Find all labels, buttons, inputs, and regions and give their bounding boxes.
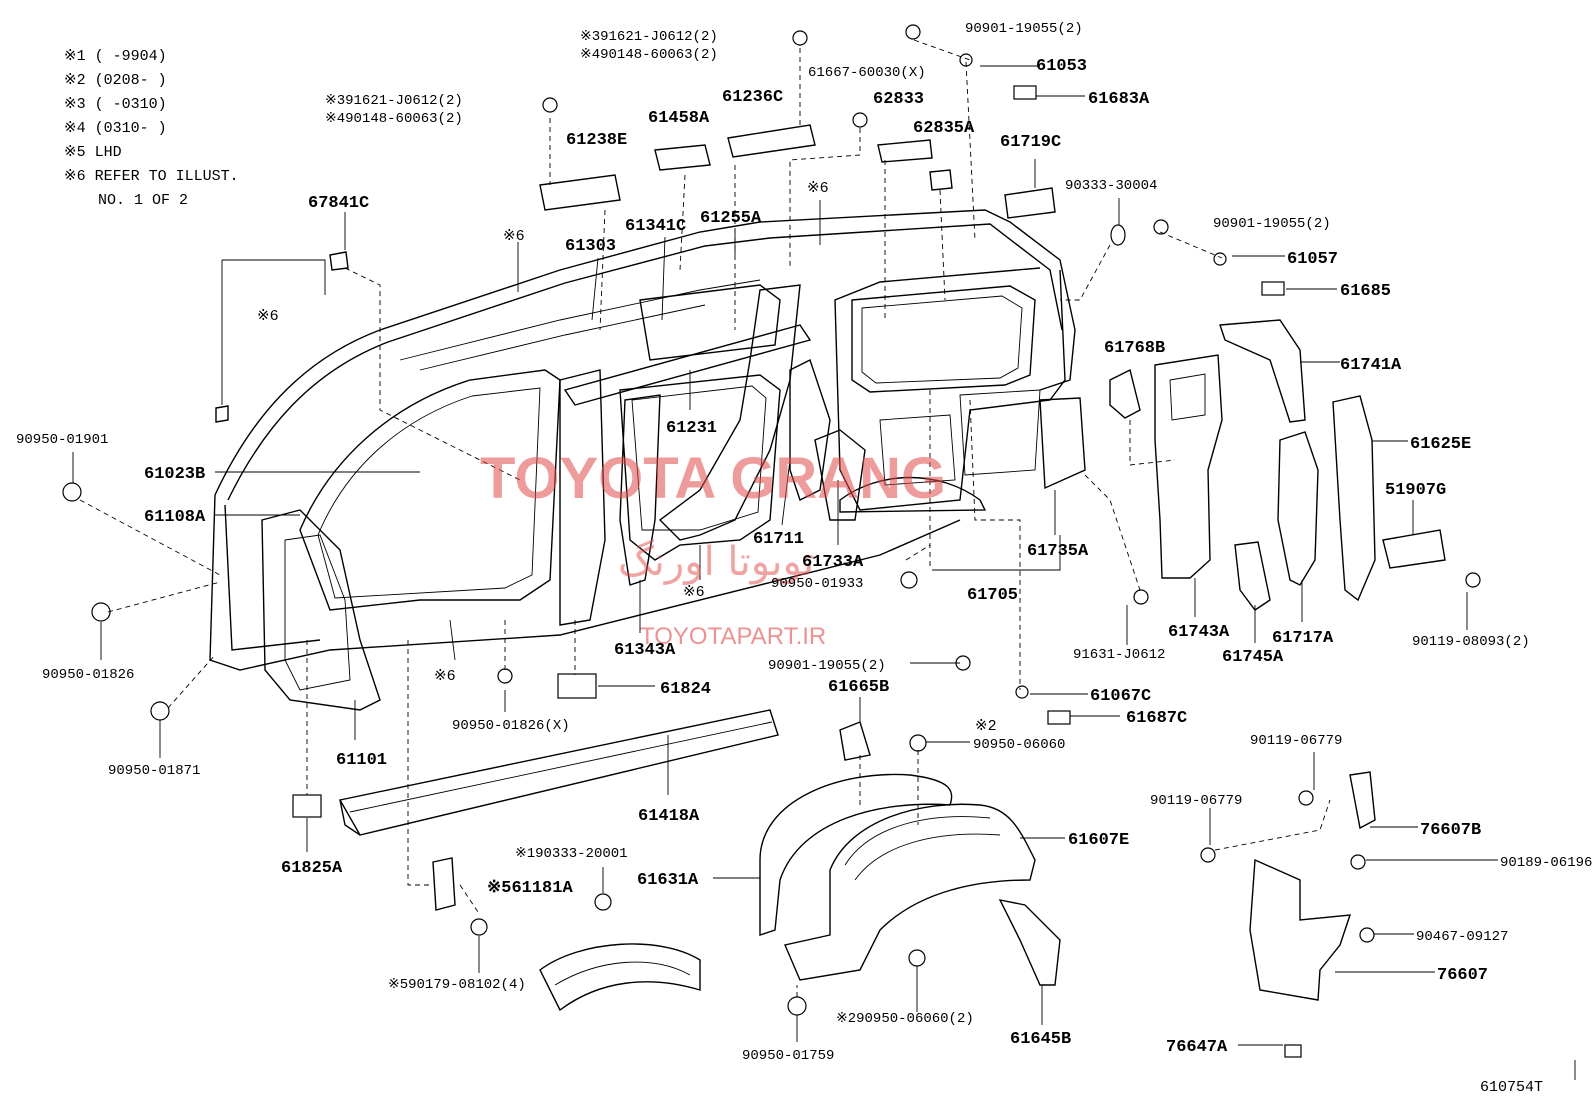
- label-61735A: 61735A: [1027, 542, 1089, 561]
- label-67841C: 67841C: [308, 194, 369, 213]
- label-90950-01871: 90950-01871: [108, 763, 200, 779]
- watermark: TOYOTA GRANG تویوتا اورنگ TOYOTAPART.IR: [480, 446, 946, 650]
- label-62833: 62833: [873, 90, 924, 109]
- footnote-5: ※5 LHD: [64, 144, 122, 161]
- label-62835A: 62835A: [913, 119, 975, 138]
- label-61053: 61053: [1036, 57, 1087, 76]
- label-61683A: 61683A: [1088, 90, 1150, 109]
- label-61341C: 61341C: [625, 217, 686, 236]
- label-90119-06779-b: 90119-06779: [1150, 793, 1242, 809]
- solid-leaders: [72, 65, 1576, 1080]
- label-61236C: 61236C: [722, 88, 783, 107]
- mudguard: [1249, 771, 1376, 1058]
- label-61645B: 61645B: [1010, 1030, 1071, 1049]
- label-61238E: 61238E: [566, 131, 627, 150]
- label-61824: 61824: [660, 680, 711, 699]
- label-90148-top: ※490148-60063(2): [580, 47, 718, 63]
- label-61667: 61667-60030(X): [808, 65, 926, 81]
- label-ref6-d: ※6: [683, 584, 705, 601]
- label-90901-c: 90901-19055(2): [768, 658, 886, 674]
- label-61343A: 61343A: [614, 641, 676, 660]
- label-61625E: 61625E: [1410, 435, 1471, 454]
- wheel-housings: [539, 721, 1061, 1012]
- watermark-main: TOYOTA GRANG: [480, 446, 946, 511]
- label-diagram-code: 610754T: [1480, 1079, 1543, 1096]
- footnote-6: ※6 REFER TO ILLUST.: [64, 168, 239, 185]
- footnote-1: ※1 ( -9904): [64, 48, 167, 65]
- label-ref6-a: ※6: [807, 180, 829, 197]
- label-90119-06779-a: 90119-06779: [1250, 733, 1342, 749]
- label-61743A: 61743A: [1168, 623, 1230, 642]
- label-61825A: 61825A: [281, 859, 343, 878]
- label-61665B: 61665B: [828, 678, 889, 697]
- label-ref2-a: ※2: [975, 718, 997, 735]
- label-ref6-e: ※6: [434, 668, 456, 685]
- label-61741A: 61741A: [1340, 356, 1402, 375]
- footnote-7: NO. 1 OF 2: [80, 192, 188, 209]
- label-61057: 61057: [1287, 250, 1338, 269]
- label-61181A: ※561181A: [487, 879, 573, 898]
- label-90950-01759: 90950-01759: [742, 1048, 834, 1064]
- label-76607: 76607: [1437, 966, 1488, 985]
- label-90333-20001: ※190333-20001: [515, 846, 628, 862]
- label-90950-01826: 90950-01826: [42, 667, 134, 683]
- pads-and-brackets: [215, 85, 1285, 911]
- label-61711: 61711: [753, 530, 804, 549]
- label-90950-01933: 90950-01933: [771, 576, 863, 592]
- label-90950-06060-2: ※290950-06060(2): [836, 1011, 974, 1027]
- label-61687C: 61687C: [1126, 709, 1187, 728]
- label-91621-top: ※391621-J0612(2): [580, 29, 718, 45]
- rear-inner-panels: [1039, 319, 1446, 611]
- label-61067C: 61067C: [1090, 687, 1151, 706]
- label-61458A: 61458A: [648, 109, 710, 128]
- footnote-legend: ※1 ( -9904) ※2 (0208- ) ※3 ( -0310) ※4 (…: [64, 48, 239, 209]
- label-90189: 90189-06196(2): [1500, 855, 1592, 871]
- label-ref6-b: ※6: [503, 228, 525, 245]
- label-61101: 61101: [336, 751, 387, 770]
- label-61768B: 61768B: [1104, 339, 1165, 358]
- label-61255A: 61255A: [700, 209, 762, 228]
- label-90901-b: 90901-19055(2): [1213, 216, 1331, 232]
- dashed-leaders: [79, 39, 1331, 997]
- label-76647A: 76647A: [1166, 1038, 1228, 1057]
- label-76607B: 76607B: [1420, 821, 1481, 840]
- label-61418A: 61418A: [638, 807, 700, 826]
- label-91631: 91631-J0612: [1073, 647, 1165, 663]
- footnote-3: ※3 ( -0310): [64, 96, 167, 113]
- label-61717A: 61717A: [1272, 629, 1334, 648]
- label-ref6-c: ※6: [257, 308, 279, 325]
- label-61733A: 61733A: [802, 553, 864, 572]
- label-90950-01901: 90950-01901: [16, 432, 108, 448]
- footnote-4: ※4 (0310- ): [64, 120, 167, 137]
- label-61745A: 61745A: [1222, 648, 1284, 667]
- label-61231: 61231: [666, 419, 717, 438]
- watermark-site: TOYOTAPART.IR: [640, 623, 826, 650]
- label-90467: 90467-09127: [1416, 929, 1508, 945]
- label-90333-30004: 90333-30004: [1065, 178, 1157, 194]
- label-90119-08093: 90119-08093(2): [1412, 634, 1530, 650]
- watermark-persian: تویوتا اورنگ: [618, 539, 814, 585]
- label-61023B: 61023B: [144, 465, 205, 484]
- footnote-2: ※2 (0208- ): [64, 72, 167, 89]
- label-91621-mid: ※391621-J0612(2): [325, 93, 463, 109]
- label-61631A: 61631A: [637, 871, 699, 890]
- label-61705: 61705: [967, 586, 1018, 605]
- fasteners: [62, 24, 1481, 1016]
- label-61108A: 61108A: [144, 508, 206, 527]
- rocker-panel: [338, 709, 779, 836]
- label-51907G: 51907G: [1385, 481, 1446, 500]
- label-61685: 61685: [1340, 282, 1391, 301]
- label-61607E: 61607E: [1068, 831, 1129, 850]
- label-90950-06060: 90950-06060: [973, 737, 1065, 753]
- label-90950-01826x: 90950-01826(X): [452, 718, 570, 734]
- label-90148-mid: ※490148-60063(2): [325, 111, 463, 127]
- label-90901-a: 90901-19055(2): [965, 21, 1083, 37]
- part-labels: ※391621-J0612(2) ※490148-60063(2) 90901-…: [16, 21, 1592, 1096]
- label-61719C: 61719C: [1000, 133, 1061, 152]
- label-90179: ※590179-08102(4): [388, 977, 526, 993]
- label-61303: 61303: [565, 237, 616, 256]
